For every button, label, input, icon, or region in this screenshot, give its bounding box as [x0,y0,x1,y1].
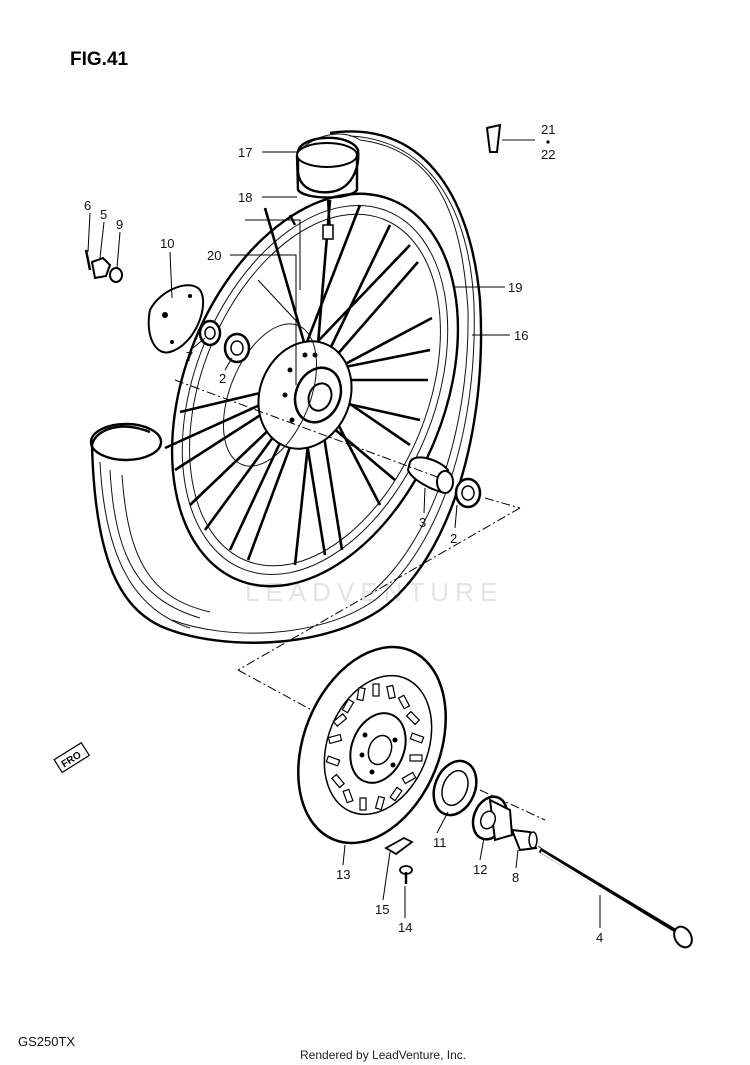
callout-3: 3 [419,515,426,530]
callout-9: 9 [116,217,123,232]
watermark-text: LEADVENTURE [245,577,503,607]
callout-8: 8 [512,870,519,885]
disc-lock-washer [384,836,414,856]
tube [295,142,359,199]
callout-11: 11 [433,835,447,850]
callout-13: 13 [336,867,350,882]
axle-spacer [510,828,538,852]
callout-18: 18 [238,190,252,205]
callout-17: 17 [238,145,252,160]
callout-7: 7 [186,349,193,364]
leader-lines [87,151,601,928]
tire-cut-end [89,422,163,462]
callout-10: 10 [160,236,174,251]
footer-credit: Rendered by LeadVenture, Inc. [300,1048,466,1062]
callout-22: 22 [541,147,555,162]
wheel-hub [222,323,353,467]
callout-21: 21 [541,122,555,137]
callout-16: 16 [514,328,528,343]
callout-19: 19 [508,280,522,295]
tire [89,130,483,644]
disc-bolt [399,865,413,884]
callout-4: 4 [596,930,603,945]
valve [288,199,334,240]
callout-6: 6 [84,198,91,213]
figure-title: FIG.41 [70,49,129,70]
callout-12: 12 [473,862,487,877]
gearbox-retainer [432,759,478,817]
callout-15: 15 [375,902,389,917]
parts-right-hub [406,456,482,509]
rim [170,192,460,588]
callout-14: 14 [398,920,412,935]
callout-20: 20 [207,248,221,263]
speedometer-gearbox [471,795,514,842]
part-21-clip [485,123,550,153]
callout-2-right: 2 [450,531,457,546]
model-code: GS250TX [18,1034,75,1049]
brake-disc [297,645,447,845]
parts-left-hub [84,249,251,364]
callout-5: 5 [100,207,107,222]
callout-2-left: 2 [219,371,226,386]
front-direction-marker: FRO [53,741,91,774]
front-axle [537,845,693,949]
